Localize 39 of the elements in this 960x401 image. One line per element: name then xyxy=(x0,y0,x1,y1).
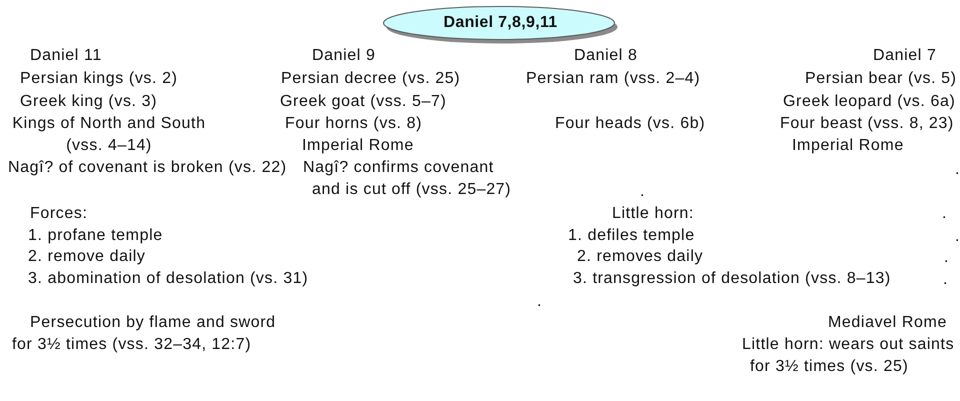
chapter-heading: Daniel 8 xyxy=(574,46,638,66)
dot-mark: . xyxy=(942,204,948,224)
dot-mark: . xyxy=(640,182,646,202)
note-text: Forces: xyxy=(30,204,88,224)
chapter-heading: Daniel 9 xyxy=(312,46,376,66)
title-ellipse xyxy=(383,6,618,44)
note-text: Persecution by flame and sword for 3½ times (vss. 32–34, 12:7) xyxy=(12,313,277,355)
note-text: 2. removes daily xyxy=(577,247,704,267)
note-text: 2. remove daily xyxy=(28,247,146,267)
dot-mark: . xyxy=(955,227,960,247)
note-text: Four heads (vs. 6b) xyxy=(555,114,706,134)
note-text: Persian ram (vss. 2–4) xyxy=(526,69,700,89)
note-text: 1. profane temple xyxy=(28,226,163,246)
note-text: 1. defiles temple xyxy=(568,226,695,246)
note-text: Greek goat (vss. 5–7) xyxy=(280,92,446,112)
note-text: Little horn: xyxy=(612,204,694,224)
note-text: Persian decree (vs. 25) xyxy=(281,69,460,89)
note-text: Imperial Rome xyxy=(302,136,414,156)
note-text: Nagî? of covenant is broken (vs. 22) xyxy=(8,158,287,178)
note-text: 3. abomination of desolation (vs. 31) xyxy=(28,269,308,289)
note-text: Four beast (vss. 8, 23) xyxy=(780,114,954,134)
dot-mark: . xyxy=(537,292,542,312)
note-text: Kings of North and South (vss. 4–14) xyxy=(11,114,207,156)
chapter-heading: Daniel 7 xyxy=(873,46,937,66)
note-text: Persian kings (vs. 2) xyxy=(20,69,178,89)
note-text: Imperial Rome xyxy=(792,136,904,156)
note-text: Mediavel Rome xyxy=(828,313,947,333)
note-text: Nagî? confirms covenant and is cut off (vss. 25–27) xyxy=(303,158,512,200)
dot-mark: . xyxy=(955,160,960,180)
ellipse-label: Daniel 7,8,9,11 xyxy=(444,14,558,32)
note-text: 3. transgression of desolation (vss. 8–13) xyxy=(573,269,891,289)
chapter-heading: Daniel 11 xyxy=(30,46,102,66)
note-text: Little horn: wears out saints for 3½ times (vs. 25) xyxy=(742,335,956,377)
dot-mark: . xyxy=(944,248,950,268)
note-text: Greek leopard (vs. 6a) xyxy=(783,92,956,112)
note-text: Greek king (vs. 3) xyxy=(20,92,158,112)
note-text: Persian bear (vs. 5) xyxy=(805,69,957,89)
note-text: Four horns (vs. 8) xyxy=(285,114,422,134)
dot-mark: . xyxy=(943,270,948,290)
